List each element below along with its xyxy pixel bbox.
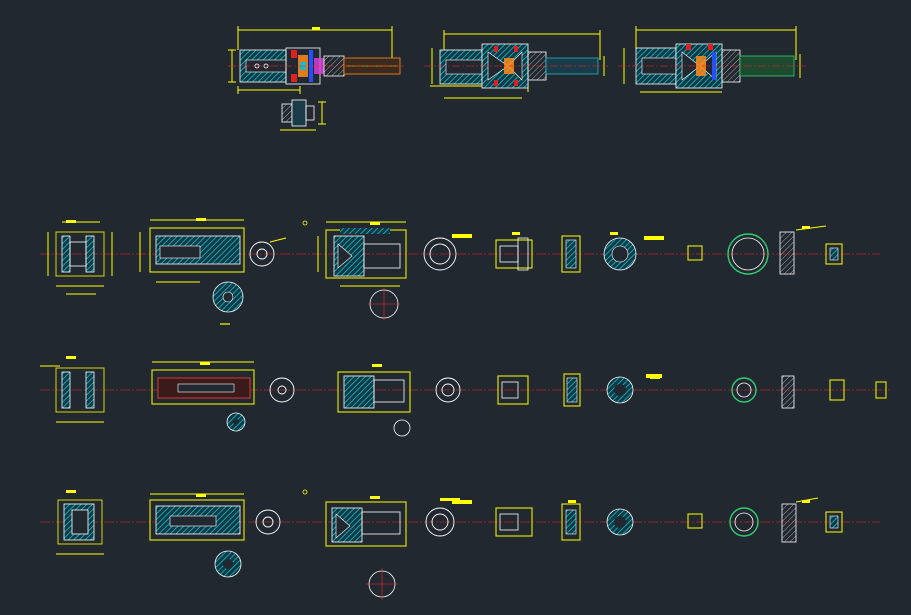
assembly-view-2 bbox=[424, 30, 608, 99]
assembly-view-1 bbox=[228, 26, 404, 131]
part-row-2 bbox=[40, 361, 890, 437]
part-row-3 bbox=[40, 489, 880, 600]
part-row-1 bbox=[40, 219, 880, 325]
assembly-view-3 bbox=[618, 26, 806, 93]
dimension-marks bbox=[66, 218, 810, 503]
